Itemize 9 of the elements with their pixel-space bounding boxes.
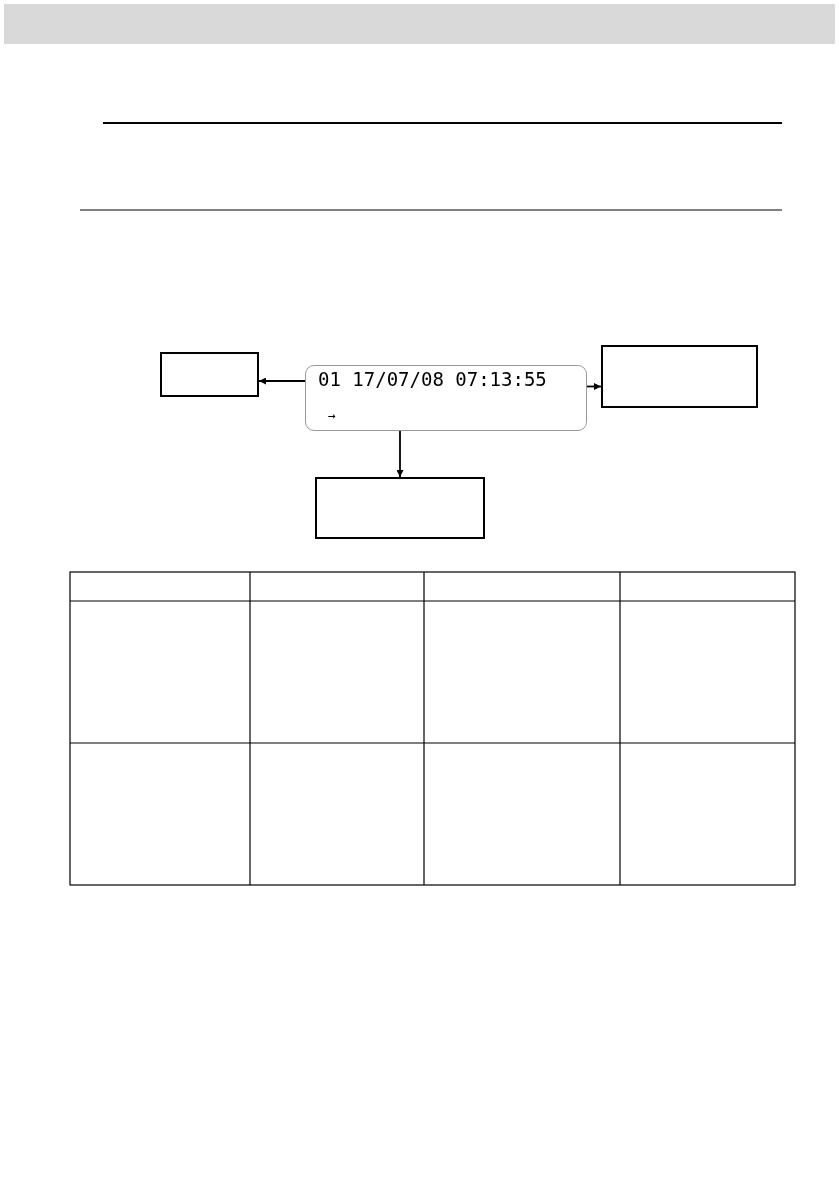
- empty-box: [315, 477, 485, 539]
- lcd-display: [305, 365, 587, 431]
- empty-box: [601, 345, 758, 408]
- display-text: 01 17/07/08 07:13:55: [318, 368, 547, 390]
- arrow: [258, 377, 306, 385]
- empty-box: [160, 352, 259, 397]
- arrow: [396, 430, 404, 478]
- arrow: [586, 383, 602, 390]
- arrow-symbol: →: [328, 408, 336, 423]
